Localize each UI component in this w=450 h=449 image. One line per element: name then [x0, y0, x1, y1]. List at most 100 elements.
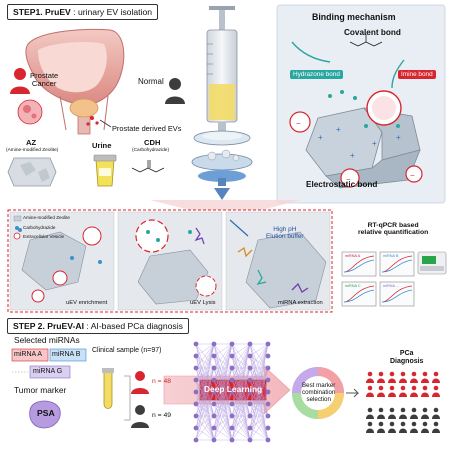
- nn-edge: [249, 391, 269, 429]
- nn-edge: [249, 415, 269, 441]
- nn-node: [229, 425, 235, 431]
- nn-edge: [213, 343, 233, 369]
- nn-edge: [249, 415, 269, 429]
- prostate-evs-label: Prostate derived EVs: [112, 124, 182, 133]
- person-icon-head: [389, 385, 395, 391]
- nn-edge: [195, 343, 215, 429]
- cdh-structure: [131, 160, 165, 173]
- nn-edge: [231, 427, 251, 441]
- nn-edge: [195, 343, 215, 369]
- nn-node: [211, 353, 217, 359]
- nn-node: [247, 377, 253, 383]
- n48-label: n = 48: [152, 378, 172, 385]
- nn-edge: [213, 343, 233, 429]
- nn-node: [265, 425, 271, 431]
- nn-edge: [213, 343, 233, 417]
- qpcr-plots: [341, 247, 447, 307]
- nn-edge: [231, 343, 251, 357]
- nn-edge: [195, 343, 215, 357]
- person-icon-body: [399, 428, 407, 433]
- nn-node: [229, 353, 235, 359]
- nn-edge: [213, 367, 233, 441]
- mirna-g-label: miRNA G: [33, 368, 63, 375]
- binding-title: Binding mechanism: [312, 12, 396, 22]
- nn-edge: [213, 343, 233, 357]
- person-icon-head: [378, 385, 384, 391]
- svg-text:+: +: [396, 133, 401, 142]
- nn-node: [265, 377, 271, 383]
- nn-node: [265, 341, 271, 347]
- nn-edge: [195, 343, 215, 381]
- workflow-legend-icons: [13, 215, 22, 240]
- nn-node: [193, 341, 199, 347]
- person-icon-body: [388, 378, 396, 383]
- nn-node: [193, 365, 199, 371]
- nn-edge: [231, 367, 251, 429]
- nn-edge: [213, 415, 233, 429]
- nn-edge: [195, 391, 215, 441]
- qpcr-panel-a: miRNA A: [345, 254, 361, 258]
- step1-title-bold: STEP1. PruEV: [13, 7, 71, 17]
- neural-network: [193, 341, 271, 443]
- nn-edge: [249, 427, 269, 441]
- person-icon-head: [367, 421, 373, 427]
- nn-edge: [231, 343, 251, 393]
- nn-edge: [213, 367, 233, 429]
- nn-edge: [213, 391, 233, 429]
- person-icon-head: [422, 407, 428, 413]
- person-icon-head: [389, 407, 395, 413]
- nn-edge: [249, 367, 269, 441]
- person-icon-head: [378, 371, 384, 377]
- person-icon-head: [422, 371, 428, 377]
- nn-edge: [195, 343, 215, 441]
- person-icon-head: [378, 421, 384, 427]
- person-icon-head: [433, 421, 439, 427]
- nn-node: [229, 437, 235, 443]
- svg-text:+: +: [350, 151, 355, 160]
- qpcr-panel-more: miRNA ...: [383, 284, 400, 288]
- person-icon-body: [421, 428, 429, 433]
- person-icon-body: [377, 378, 385, 383]
- person-icon-body: [366, 428, 374, 433]
- nn-edge: [213, 391, 233, 441]
- az-label: AZ: [26, 138, 37, 147]
- bladder-illustration: [25, 28, 125, 135]
- syringe-illustration: [191, 6, 253, 200]
- nn-node: [247, 437, 253, 443]
- az-sublabel: (Amine-modified Zeolite): [6, 148, 59, 153]
- population-grid: [366, 371, 440, 433]
- legend-carbohydrazide: Carbohydrazide: [23, 225, 56, 230]
- nn-node: [211, 413, 217, 419]
- person-icon-body: [377, 414, 385, 419]
- nn-edge: [213, 343, 233, 441]
- nn-edge: [249, 343, 269, 405]
- nn-edge: [195, 343, 215, 393]
- nn-node: [229, 341, 235, 347]
- nn-edge: [213, 343, 233, 405]
- person-icon-head: [400, 421, 406, 427]
- cdh-label: CDH: [144, 138, 161, 147]
- imine-bond-pill: Imine bond: [398, 70, 436, 79]
- urine-label: Urine: [92, 141, 112, 150]
- svg-text:+: +: [318, 133, 323, 142]
- covalent-label: Covalent bond: [344, 28, 401, 37]
- prostate-ev-dots: [86, 116, 112, 128]
- nn-edge: [213, 427, 233, 441]
- best-marker-label: Best marker combination selection: [302, 382, 336, 403]
- nn-node: [247, 425, 253, 431]
- urine-cup-illustration: [93, 154, 117, 187]
- mirna-a-label: miRNA A: [14, 351, 43, 358]
- psa-label: PSA: [37, 408, 55, 418]
- person-icon-head: [411, 407, 417, 413]
- person-icon-head: [378, 407, 384, 413]
- person-icon-body: [366, 414, 374, 419]
- nn-edge: [231, 343, 251, 381]
- person-icon-body: [399, 378, 407, 383]
- person-icon-body: [432, 414, 440, 419]
- person-icon-body: [399, 392, 407, 397]
- legend-ev: Extracellular Vesicle: [23, 234, 65, 239]
- nn-node: [247, 401, 253, 407]
- person-icon-body: [432, 392, 440, 397]
- nn-edge: [195, 391, 215, 429]
- nn-node: [229, 377, 235, 383]
